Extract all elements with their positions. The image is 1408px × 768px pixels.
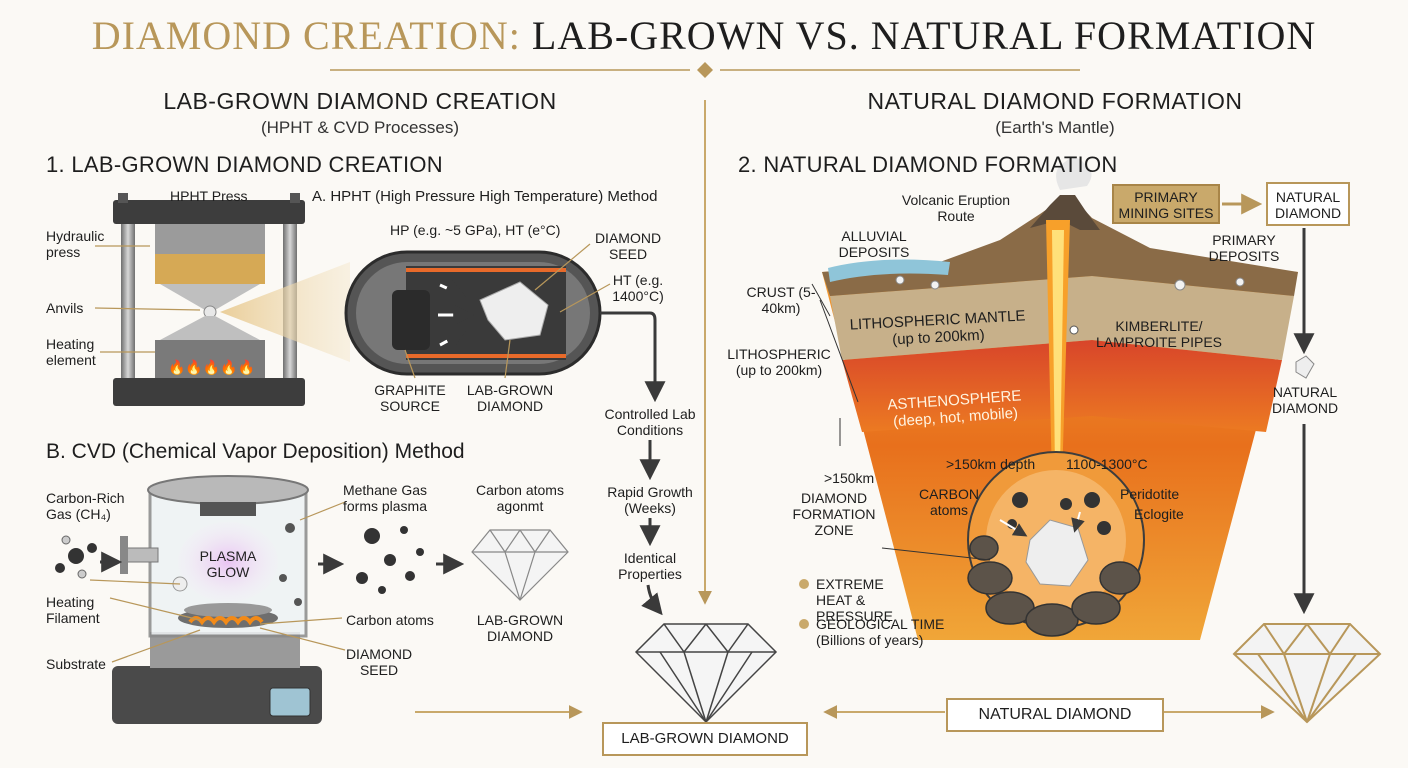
legend-geological-time: GEOLOGICAL TIME (Billions of years) <box>816 616 945 648</box>
primary-deposits-label: PRIMARY DEPOSITS <box>1208 232 1280 264</box>
section2-title: 2. NATURAL DIAMOND FORMATION <box>738 152 1118 177</box>
earth-cross-section <box>811 157 1298 640</box>
press-label: HPHT Press <box>170 188 248 204</box>
plasma-glow-label: PLASMA GLOW <box>199 548 257 580</box>
heating-element-label: Heating element <box>46 336 96 368</box>
carbon-alignment-label: Carbon atoms agonmt <box>476 482 564 514</box>
legend-heat-pressure: EXTREME HEAT & PRESSURE <box>816 576 894 624</box>
title-part2: LAB-GROWN VS. NATURAL FORMATION <box>531 13 1317 58</box>
cvd-method-title: B. CVD (Chemical Vapor Deposition) Metho… <box>46 440 465 463</box>
cvd-seed-label: DIAMOND SEED <box>345 646 413 678</box>
zone-depth-label: >150km <box>824 470 875 486</box>
methane-molecule <box>55 535 123 579</box>
cvd-diamond-shape <box>471 529 569 601</box>
right-subheading: (Earth's Mantle) <box>995 118 1115 137</box>
left-heading: LAB-GROWN DIAMOND CREATION <box>163 88 557 114</box>
flow-step-1: Controlled Lab Conditions <box>604 406 696 438</box>
carbon-atoms-natural-label: CARBON atoms <box>919 486 979 518</box>
ht-label: HT (e.g. 1400°C) <box>612 272 664 304</box>
methane-plasma-label: Methane Gas forms plasma <box>342 482 428 514</box>
natural-small-diamond <box>1295 355 1315 379</box>
carbon-atoms-label: Carbon atoms <box>346 612 434 628</box>
formation-zone-label: DIAMOND FORMATION ZONE <box>792 490 876 538</box>
temperature-label: 1100-1300°C <box>1066 456 1148 472</box>
hp-label: HP (e.g. ~5 GPa), HT (e°C) <box>390 222 561 238</box>
natural-diamond-box: NATURAL DIAMOND <box>1266 182 1350 226</box>
natural-result-diamond <box>1232 623 1382 724</box>
carbon-atom-cluster <box>356 526 424 594</box>
right-heading: NATURAL DIAMOND FORMATION <box>867 88 1243 114</box>
cvd-diamond-label: LAB-GROWN DIAMOND <box>476 612 564 644</box>
cvd-chamber <box>89 475 346 724</box>
kimberlite-label: KIMBERLITE/ LAMPROITE PIPES <box>1095 318 1223 350</box>
left-subheading: (HPHT & CVD Processes) <box>260 118 460 137</box>
lithospheric-label: LITHOSPHERIC (up to 200km) <box>727 346 831 378</box>
lab-result-box: LAB-GROWN DIAMOND <box>602 722 808 756</box>
anvils-label: Anvils <box>46 300 84 316</box>
svg-text:🔥🔥🔥🔥🔥: 🔥🔥🔥🔥🔥 <box>168 359 255 376</box>
lab-result-diamond <box>634 623 778 724</box>
flow-step-3: Identical Properties <box>618 550 682 582</box>
hpht-capsule <box>344 243 666 403</box>
natural-diamond-label: NATURAL DIAMOND <box>1271 384 1339 416</box>
hydraulic-press-label: Hydraulic press <box>46 228 105 260</box>
hpht-lab-diamond-label: LAB-GROWN DIAMOND <box>466 382 554 414</box>
alluvial-label: ALLUVIAL DEPOSITS <box>838 228 910 260</box>
crust-label: CRUST (5-40km) <box>746 284 816 316</box>
page-title: DIAMOND CREATION: LAB-GROWN VS. NATURAL … <box>0 12 1408 59</box>
depth-label: >150km depth <box>946 456 1036 472</box>
title-part1: DIAMOND CREATION: <box>91 13 521 58</box>
section1-title: 1. LAB-GROWN DIAMOND CREATION <box>46 152 443 177</box>
hpht-press: 🔥🔥🔥🔥🔥 <box>94 193 350 406</box>
volcanic-route-label: Volcanic Eruption Route <box>901 192 1011 224</box>
substrate-label: Substrate <box>46 656 106 672</box>
primary-mining-box: PRIMARY MINING SITES <box>1112 184 1220 224</box>
eclogite-label: Eclogite <box>1134 506 1184 522</box>
graphite-source-label: GRAPHITE SOURCE <box>374 382 446 414</box>
flow-step-2: Rapid Growth (Weeks) <box>607 484 693 516</box>
carbon-rich-gas-label: Carbon-Rich Gas (CH₄) <box>46 490 125 522</box>
hpht-method-title: A. HPHT (High Pressure High Temperature)… <box>312 188 658 205</box>
natural-result-box: NATURAL DIAMOND <box>946 698 1164 732</box>
diamond-seed-label: DIAMOND SEED <box>594 230 662 262</box>
heating-filament-label: Heating Filament <box>46 594 100 626</box>
peridotite-label: Peridotite <box>1120 486 1180 502</box>
